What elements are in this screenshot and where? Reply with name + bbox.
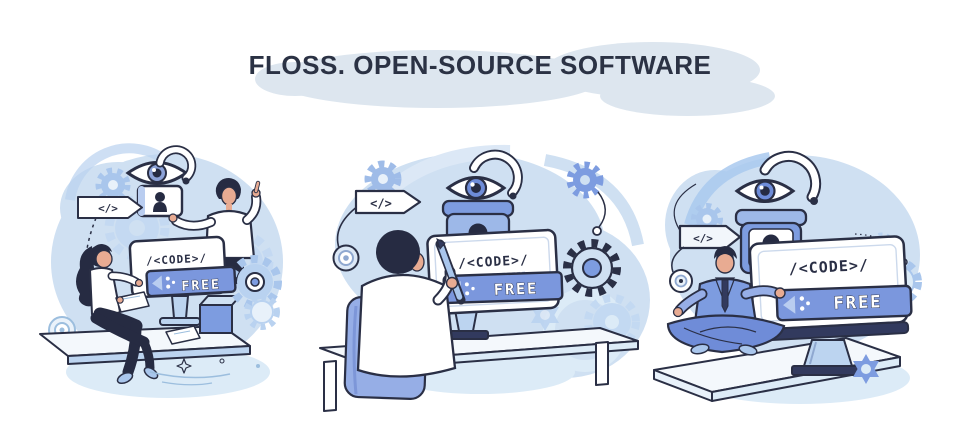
gear-icon <box>364 160 402 198</box>
code-label: /<CODE>/ <box>458 253 529 272</box>
scene-developer-meditating: </> /<CODE>/ <box>653 150 922 404</box>
free-label: FREE <box>494 279 539 299</box>
code-tag-icon: </> <box>678 224 742 250</box>
code-tag-icon: </> <box>77 196 143 219</box>
connector-line <box>336 205 359 249</box>
person-back-view <box>356 230 466 378</box>
code-label: /<CODE>/ <box>788 256 869 278</box>
target-icon <box>669 269 693 293</box>
connector-line <box>673 183 697 233</box>
sparkle-icon <box>531 299 559 331</box>
person-standing-man <box>168 178 262 284</box>
scene-developer-reviewing-code: </> <box>319 144 650 412</box>
open-padlock-icon <box>136 145 197 218</box>
page-title: FLOSS. OPEN-SOURCE SOFTWARE <box>248 50 712 80</box>
monitor-stand <box>791 339 869 376</box>
cloud-blob <box>255 62 335 96</box>
scene-team-presenting-open-code: /<CODE>/ FREE </> <box>39 143 283 398</box>
eye-icon <box>445 176 507 200</box>
target-icon <box>332 244 360 272</box>
tag-label: </> <box>98 202 118 215</box>
connector-line <box>671 246 685 273</box>
code-label: /<CODE>/ <box>146 252 208 268</box>
person-meditating-man <box>666 246 786 356</box>
free-label: FREE <box>181 277 221 294</box>
free-ribbon: FREE <box>145 265 237 298</box>
sparkle-icon <box>149 358 260 386</box>
gear-icon <box>563 161 640 350</box>
free-ribbon: FREE <box>442 270 564 305</box>
paper-on-desk <box>165 325 201 345</box>
code-tag-icon: </> <box>354 189 422 215</box>
eye-icon <box>125 161 189 185</box>
monitor-stand <box>159 295 201 326</box>
gear-icon <box>228 255 282 330</box>
cloud-blob <box>600 76 775 116</box>
sparkle-icon <box>853 354 879 384</box>
eye-icon <box>734 179 796 203</box>
tag-label: </> <box>693 232 713 245</box>
tag-label: </> <box>370 197 392 211</box>
person-sitting-woman <box>76 244 159 385</box>
free-label: FREE <box>833 292 883 314</box>
free-ribbon: FREE <box>775 284 913 322</box>
